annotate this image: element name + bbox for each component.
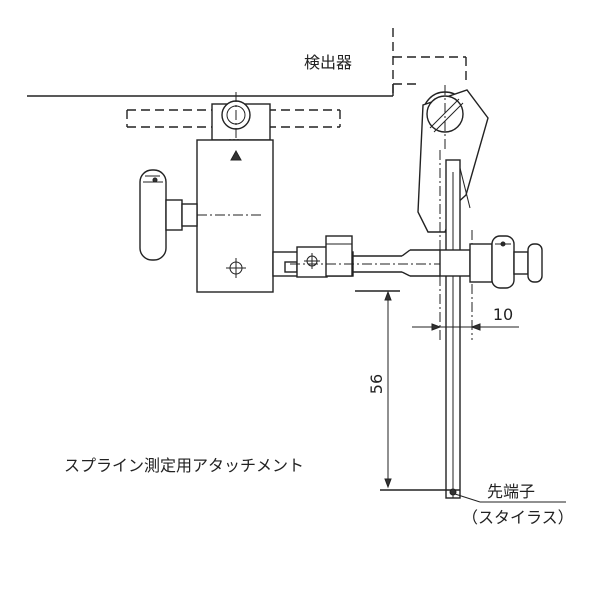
thumb-screw-right	[491, 235, 543, 289]
detector-outline	[27, 28, 467, 97]
attachment-label: スプライン測定用アタッチメント	[64, 456, 304, 475]
dimension-56	[355, 290, 460, 491]
clamp-block	[196, 139, 274, 293]
dimension-10-label: 10	[493, 305, 513, 324]
arrow-marker-icon	[230, 149, 242, 161]
dimension-10	[412, 323, 519, 331]
thumb-screw-left	[139, 169, 198, 261]
horizontal-arm	[272, 235, 480, 278]
dimension-56-label: 56	[367, 374, 386, 394]
tip-label: 先端子	[487, 482, 535, 501]
stylus-label: （スタイラス）	[462, 508, 574, 527]
clamp-head	[211, 92, 271, 147]
tip-leader	[449, 488, 566, 503]
stylus-shaft	[439, 150, 493, 499]
detector-label: 検出器	[304, 53, 352, 72]
